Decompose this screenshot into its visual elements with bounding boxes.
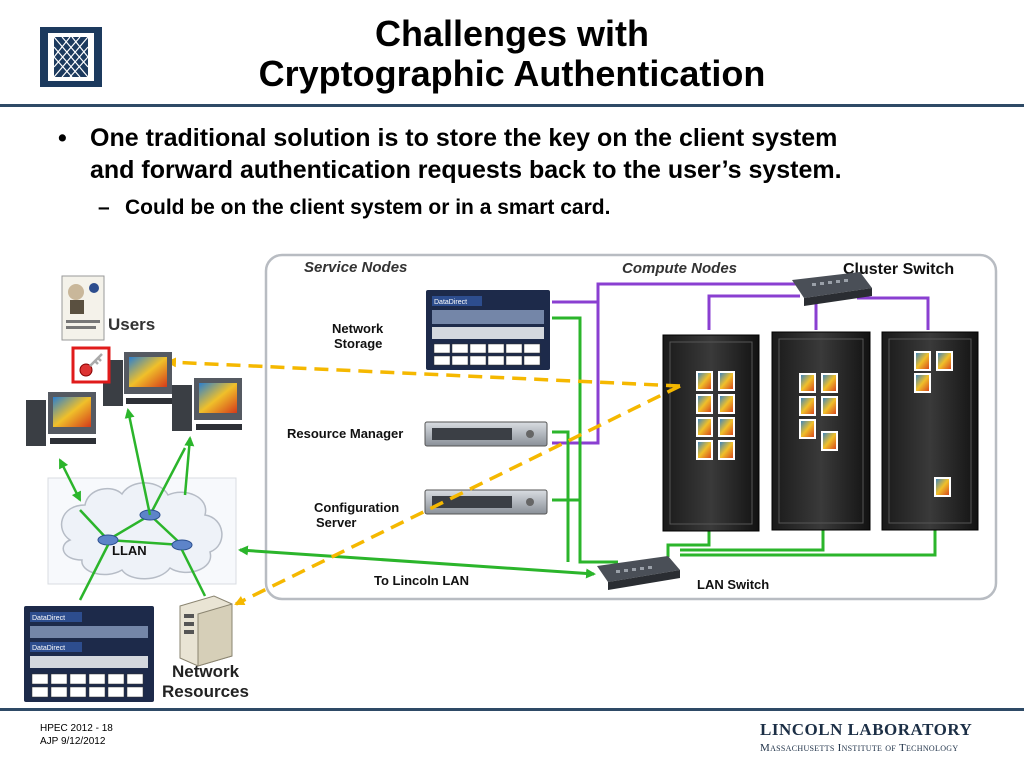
- footer-rule: [0, 708, 1024, 711]
- compute-rack-2: [771, 331, 871, 531]
- cluster-switch-label: Cluster Switch: [843, 261, 954, 278]
- resources-storage-brand-label-2: DataDirect: [32, 645, 65, 652]
- storage-brand-label: DataDirect: [434, 299, 467, 306]
- resources-storage-brand-label: DataDirect: [32, 615, 65, 622]
- service-nodes-label: Service Nodes: [304, 259, 407, 276]
- bullet-marker: •: [58, 124, 67, 152]
- sub-bullet-text: Could be on the client system or in a sm…: [125, 196, 611, 219]
- lan-switch: [597, 556, 680, 590]
- title-line-2: Cryptographic Authentication: [258, 53, 766, 94]
- network-resources-storage: DataDirect DataDirect: [24, 606, 154, 702]
- network-storage-label-1: Network: [332, 321, 384, 336]
- lan-switch-label: LAN Switch: [697, 577, 769, 592]
- cluster-switch: [792, 272, 872, 306]
- network-resources-server: [179, 595, 233, 667]
- title-line-1: Challenges with: [374, 13, 650, 54]
- lan-switch-links: [552, 316, 937, 564]
- footer-line-1: HPEC 2012 - 18: [40, 723, 113, 734]
- user-id-card: [61, 275, 105, 341]
- network-storage-server: DataDirect: [426, 290, 550, 370]
- user-workstation-center: [103, 352, 172, 406]
- network-diagram: Service Nodes Compute Nodes Cluster Swit…: [24, 253, 998, 702]
- user-workstation-right: [172, 378, 242, 431]
- bullet-line-1: One traditional solution is to store the…: [90, 124, 838, 152]
- bullet-line-2: and forward authentication requests back…: [90, 156, 842, 184]
- auth-arrow-to-user: [166, 357, 681, 388]
- auth-arrow-to-resources: [234, 384, 681, 606]
- lab-name: LINCOLN LABORATORY: [760, 720, 973, 739]
- llan-cloud: [47, 447, 237, 585]
- compute-nodes-label: Compute Nodes: [622, 260, 737, 277]
- compute-rack-3: [881, 331, 979, 531]
- network-resources-label-2: Resources: [162, 682, 249, 701]
- resource-manager-label: Resource Manager: [287, 426, 403, 441]
- user-links: [58, 408, 207, 601]
- users-label: Users: [108, 315, 155, 334]
- header-rule: [0, 104, 1024, 107]
- configuration-server-label-1: Configuration: [314, 500, 399, 515]
- mit-ll-logo: [40, 27, 102, 87]
- network-storage-label-2: Storage: [334, 336, 382, 351]
- compute-rack-1: [662, 334, 760, 532]
- key-icon: [71, 346, 111, 384]
- user-workstation-left: [26, 392, 96, 446]
- to-lincoln-lan-label: To Lincoln LAN: [374, 573, 469, 588]
- institute-name: Massachusetts Institute of Technology: [760, 742, 959, 754]
- footer-line-2: AJP 9/12/2012: [40, 736, 106, 747]
- footer-lab-wordmark: LINCOLN LABORATORY Massachusetts Institu…: [760, 720, 990, 754]
- network-resources-label-1: Network: [172, 662, 240, 681]
- resource-manager-server: [424, 421, 548, 447]
- footer-info: HPEC 2012 - 18 AJP 9/12/2012: [40, 722, 113, 748]
- llan-to-lan-link: [238, 545, 596, 579]
- llan-label: LLAN: [112, 543, 147, 558]
- sub-bullet-marker: –: [98, 196, 110, 219]
- configuration-server-label-2: Server: [316, 515, 356, 530]
- configuration-server: [424, 489, 548, 515]
